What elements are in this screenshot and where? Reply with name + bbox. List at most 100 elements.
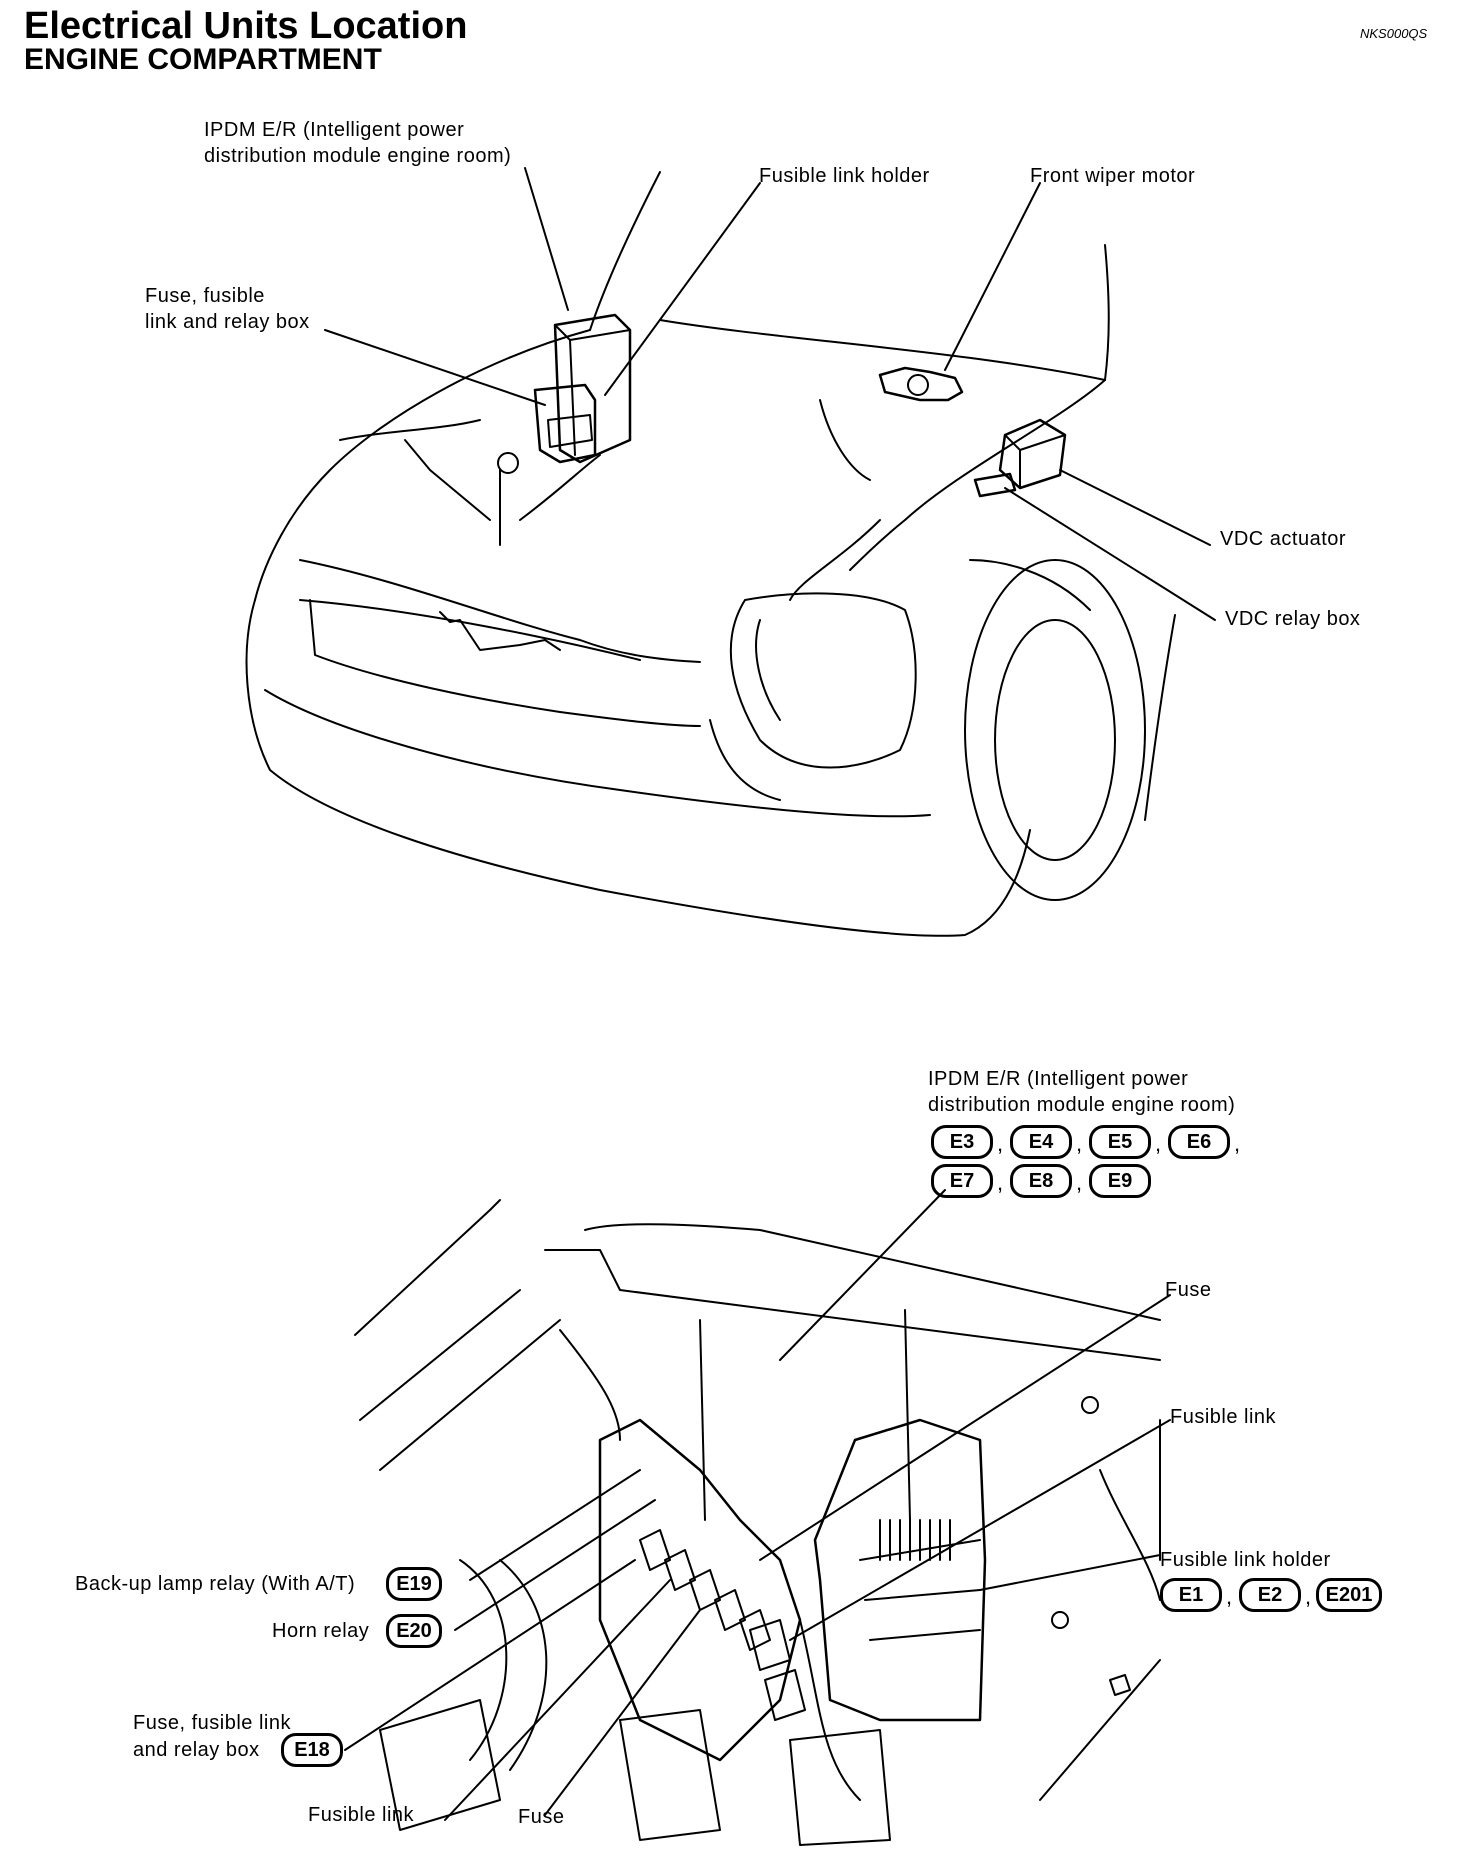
grille-notch [439,611,561,651]
front-wheel-outer [964,559,1146,901]
leader-fuse-bottom [544,1609,701,1816]
wheel-arch [969,559,1091,611]
firewall [699,1309,911,1521]
bottom-label-fuse-box-line1: Fuse, fusible link [133,1712,291,1734]
leader-ipdm [524,167,569,311]
connector-e2: E2 [1239,1578,1301,1612]
ipdm-module [553,313,632,464]
bottom-label-fuse-box-line2: and relay box [133,1739,260,1761]
connector-e201: E201 [1316,1578,1382,1612]
harness-center [799,1619,861,1801]
leader-ipdm-bottom [779,1189,946,1361]
top-label-front-wiper-motor: Front wiper motor [1030,165,1196,187]
bottom-label-fusible-link-holder: Fusible link holder [1160,1549,1331,1571]
hood-round-mark [497,452,519,474]
connector-e9: E9 [1089,1164,1151,1198]
top-label-vdc-actuator: VDC actuator [1220,528,1347,550]
fuse-blocks [639,1529,771,1651]
bay-frame-top2 [544,1249,1161,1361]
grille-top2 [299,599,641,661]
windshield-line [589,171,661,331]
bumper-lower [264,689,931,818]
grille-top [299,559,701,663]
relay-blocks [749,1619,806,1721]
cowl-line [659,319,1106,381]
bottom-label-ipdm-line1: IPDM E/R (Intelligent power [928,1068,1189,1090]
car-front-illustration [245,167,1216,937]
connector-e7: E7 [931,1164,993,1198]
connector-separator: , [1076,1131,1083,1156]
top-label-ipdm-line1: IPDM E/R (Intelligent power [204,119,465,141]
page-title: Electrical Units Location [24,5,468,47]
leader-horn [454,1499,656,1631]
connector-e5: E5 [1089,1125,1151,1159]
fuse-relay-box [533,383,597,464]
top-label-fusible-link-holder: Fusible link holder [759,165,930,187]
hood-crease-left [404,439,491,521]
connector-e20: E20 [386,1614,442,1648]
bottom-label-horn-relay: Horn relay [272,1620,370,1642]
bottom-label-fuse-bottom: Fuse [518,1806,565,1828]
vdc-relay-box [973,472,1017,498]
bottom-label-backup-lamp-relay: Back-up lamp relay (With A/T) [75,1573,356,1595]
connector-separator: , [997,1170,1004,1195]
bottom-label-fuse-top: Fuse [1165,1279,1212,1301]
a-pillar-right [1104,244,1110,381]
bumper-outline [245,599,1031,937]
page-subtitle: ENGINE COMPARTMENT [24,43,382,76]
body-side [1144,614,1176,821]
hood-outline [339,419,481,441]
hood-left-edge [254,329,591,601]
bay-right-rail2 [1099,1469,1161,1601]
connector-e1: E1 [1160,1578,1222,1612]
bay-left-rail2 [359,1289,521,1421]
hood-right-crease [819,399,871,481]
vdc-actuator [998,418,1067,490]
top-label-fuse-box-line2: link and relay box [145,311,310,333]
fog-area [709,719,781,801]
connector-e18: E18 [281,1733,343,1767]
bottom-label-fusible-link-right: Fusible link [1170,1406,1277,1428]
leader-wiper [944,182,1041,371]
lower-block-right [789,1729,891,1846]
connector-e3: E3 [931,1125,993,1159]
ipdm-body [813,1418,987,1722]
leader-vdc-relay [1004,487,1216,621]
top-label-vdc-relay-box: VDC relay box [1225,608,1361,630]
bottom-label-ipdm-line2: distribution module engine room) [928,1094,1236,1116]
connector-separator: , [1076,1170,1083,1195]
hood-crease-center [519,454,601,521]
bay-frame-top [584,1223,1161,1321]
headlamp-outline [729,592,917,769]
ipdm-connector-pins [879,1519,951,1561]
wiper-motor [878,366,964,402]
bay-left-rail [354,1199,501,1336]
connector-e19: E19 [386,1567,442,1601]
leader-backup-lamp [469,1469,641,1581]
document-id: NKS000QS [1360,26,1428,41]
connector-e4: E4 [1010,1125,1072,1159]
fuse-box-body [598,1418,802,1762]
front-wheel-inner [994,619,1116,861]
leader-fuse-top [759,1294,1171,1561]
connector-separator: , [1234,1131,1241,1156]
top-label-ipdm-line2: distribution module engine room) [204,145,512,167]
harness-upper [559,1329,621,1441]
harness-left [459,1559,548,1771]
lower-block-center [619,1709,721,1841]
hood-right-edge [849,379,1106,571]
top-label-fuse-box-line1: Fuse, fusible [145,285,265,307]
bay-bottom-right [1039,1659,1161,1801]
leader-fusible-link-bottom [444,1579,671,1821]
grille-opening [309,599,701,727]
leader-fusible-link-right [789,1419,1171,1641]
headlamp-inner [755,619,781,721]
connector-e6: E6 [1168,1125,1230,1159]
connector-separator: , [1226,1584,1233,1609]
leader-fusible-link-holder [979,1554,1161,1591]
fender-line [789,519,881,601]
connector-separator: , [997,1131,1004,1156]
connector-e8: E8 [1010,1164,1072,1198]
leader-vdc-actuator [1059,469,1211,546]
leader-fusible-link-holder [604,182,761,396]
